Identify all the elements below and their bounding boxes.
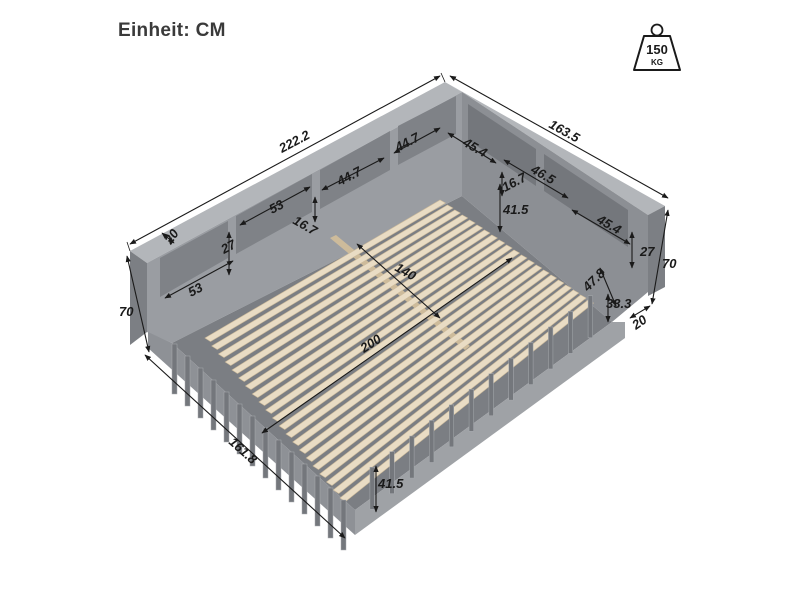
side-rail-bar [548, 326, 554, 370]
rail-bar [288, 451, 295, 503]
weight-value: 150 [646, 42, 668, 57]
weight-icon [633, 23, 681, 71]
dim-inner-rail-height-back: 41.5 [502, 202, 529, 217]
side-rail-bar [389, 451, 395, 494]
dim-gate-height: 33.3 [606, 296, 632, 311]
side-rail-bar [568, 311, 573, 354]
side-rail-bar [449, 404, 454, 448]
rail-bar [197, 367, 204, 419]
rail-bar [210, 379, 217, 431]
dimension-lines [125, 72, 670, 539]
rail-bar [275, 439, 282, 491]
side-rail-bar [488, 373, 494, 416]
rail-bar [223, 391, 230, 443]
rail-bar [340, 499, 347, 551]
weight-badge: 150 KG [633, 23, 681, 71]
side-rail-bar [587, 295, 593, 339]
side-rail-bar [369, 466, 375, 510]
side-rail-bar [468, 389, 474, 432]
rail-bar [327, 487, 334, 539]
dim-shelf-height-right: 27 [639, 244, 655, 259]
dim-height-left: 70 [119, 304, 134, 319]
rail-bar [184, 355, 191, 407]
weight-unit: KG [651, 58, 663, 67]
rail-bar [262, 427, 269, 479]
side-rail-bar [429, 420, 435, 463]
rail-bar [301, 463, 308, 515]
side-rail-bar [528, 342, 534, 385]
dim-side-depth: 163.5 [547, 117, 583, 146]
side-rail-bar [409, 435, 415, 479]
dim-shelf-depth-right: 20 [628, 311, 650, 333]
dim-back-length: 222.2 [275, 127, 312, 156]
side-rail-bar [508, 357, 514, 401]
rail-bar [314, 475, 321, 527]
dim-height-right: 70 [662, 256, 677, 271]
dim-inner-rail-height-front: 41.5 [377, 476, 404, 491]
rail-bar [171, 343, 178, 395]
unit-label: Einheit: CM [118, 20, 226, 41]
dim-shelf-height-left-a: 27 [217, 236, 238, 257]
